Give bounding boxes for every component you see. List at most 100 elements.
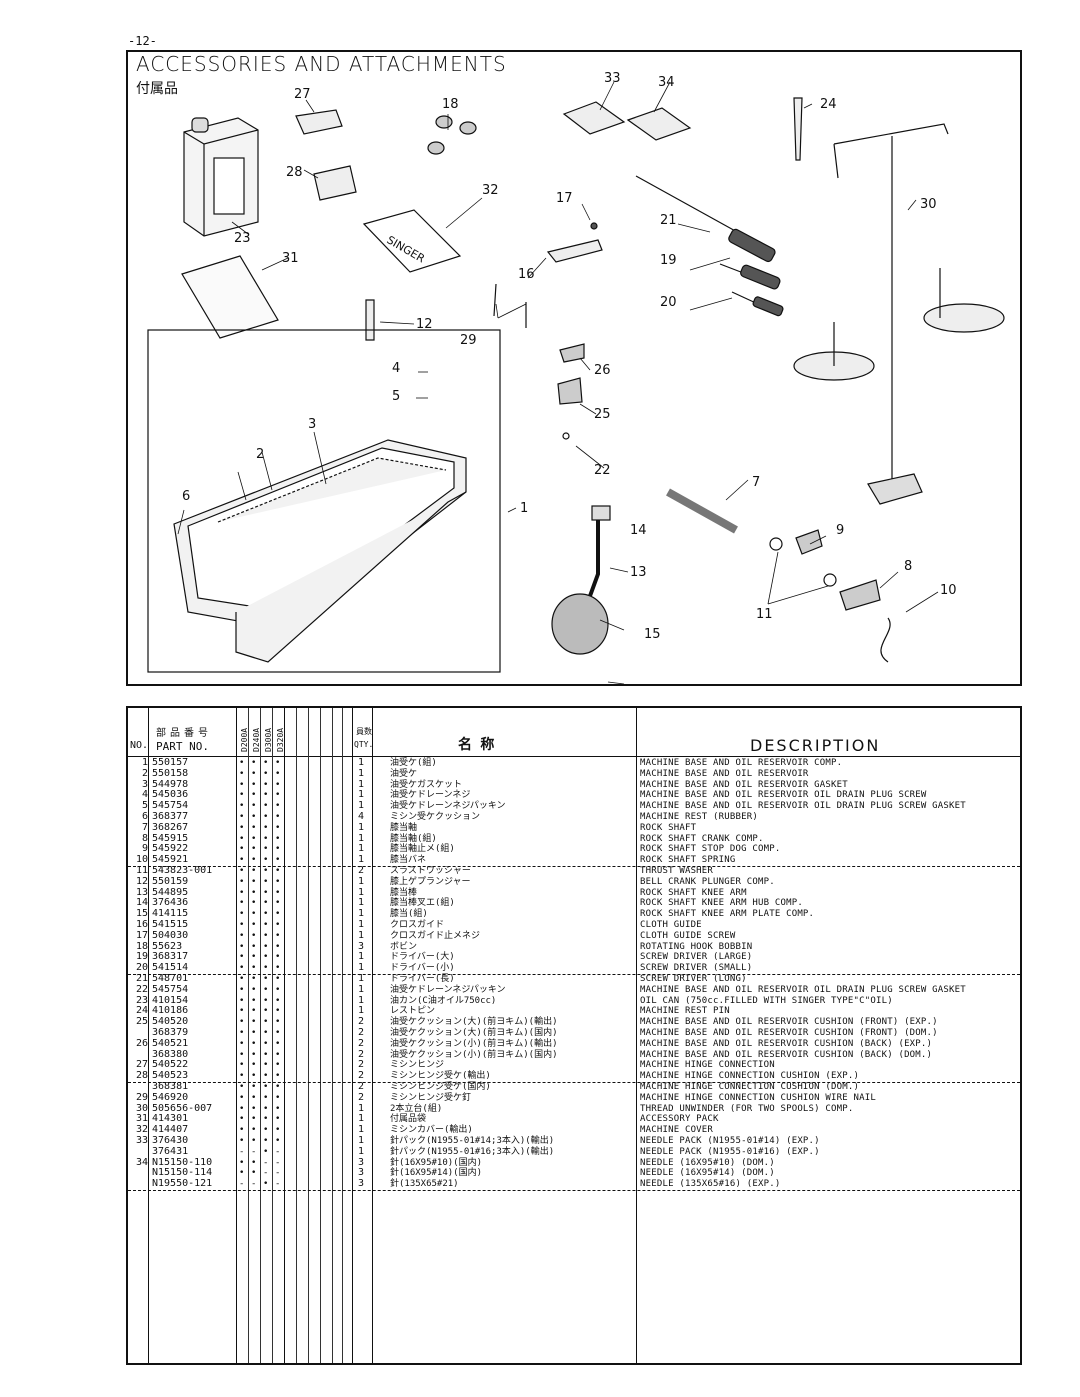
- row-quantity: 1: [357, 886, 365, 898]
- row-part-number: 550157: [152, 757, 189, 768]
- row-part-number: 541515: [152, 919, 189, 930]
- row-model-mark: -: [263, 1168, 269, 1179]
- row-number: 26: [135, 1037, 148, 1049]
- row-model-mark: •: [251, 995, 257, 1006]
- row-quantity: 1: [357, 908, 365, 920]
- row-description: MACHINE BASE AND OIL RESERVOIR CUSHION (…: [640, 1049, 933, 1060]
- row-model-mark: •: [251, 866, 257, 876]
- row-quantity: 3: [357, 1178, 365, 1190]
- row-model-mark: •: [275, 855, 281, 866]
- row-part-number: 368379: [152, 1027, 189, 1038]
- row-name-jp: 油受ケ(組): [390, 758, 437, 768]
- row-name-jp: 油受ケクッション(小)(前ヨキム)(輸出): [390, 1038, 558, 1049]
- row-name-jp: クロスガイド止メネジ: [390, 930, 481, 941]
- row-number: 18: [135, 940, 148, 952]
- row-model-mark: •: [251, 1038, 257, 1049]
- row-model-mark: •: [251, 1017, 257, 1028]
- row-description: ROCK SHAFT KNEE ARM PLATE COMP.: [640, 909, 815, 920]
- row-model-mark: •: [251, 1049, 257, 1060]
- row-model-mark: •: [239, 1125, 245, 1136]
- row-model-mark: •: [239, 1103, 245, 1114]
- row-model-mark: •: [251, 876, 257, 887]
- row-model-mark: -: [251, 1146, 257, 1157]
- row-description: ROCK SHAFT KNEE ARM: [640, 887, 747, 898]
- callout-31: 31: [282, 251, 299, 266]
- row-quantity: 1: [357, 919, 365, 930]
- row-name-jp: 針パック(N1955-01#14;3本入)(輸出): [390, 1136, 555, 1146]
- machine-cover-drawing: [362, 209, 462, 273]
- row-part-number: 410186: [152, 1005, 189, 1017]
- callout-19: 19: [660, 253, 677, 268]
- row-model-mark: •: [251, 930, 257, 941]
- row-model-mark: •: [275, 995, 281, 1006]
- row-part-number: 376430: [152, 1135, 189, 1146]
- row-quantity: 1: [357, 1145, 365, 1157]
- row-model-mark: •: [275, 1006, 281, 1017]
- row-model-mark: -: [275, 1168, 281, 1179]
- callout-28: 28: [286, 165, 303, 180]
- needle-pack-drawing: [562, 101, 626, 135]
- row-model-mark: •: [251, 909, 257, 920]
- row-model-mark: •: [263, 812, 269, 822]
- callout-29: 29: [460, 333, 477, 348]
- callout-18: 18: [442, 97, 459, 112]
- callout-4: 4: [392, 361, 400, 376]
- row-model-mark: •: [275, 887, 281, 898]
- page-number: -12-: [128, 34, 157, 48]
- row-number: 29: [135, 1091, 148, 1103]
- parts-illustration: 1 2 3 4 5 6 7 8 9 10 11 12 13 14 15 16 1…: [147, 71, 1005, 684]
- row-model-mark: •: [263, 1082, 269, 1092]
- row-number: 3: [141, 778, 148, 790]
- row-model-mark: •: [251, 963, 257, 974]
- row-number: 8: [141, 832, 148, 844]
- row-model-mark: •: [263, 1092, 269, 1103]
- header-description: DESCRIPTION: [750, 736, 881, 755]
- row-model-mark: •: [251, 855, 257, 866]
- row-part-number: 414301: [152, 1113, 189, 1125]
- row-model-mark: •: [251, 1060, 257, 1071]
- row-model-mark: •: [239, 952, 245, 963]
- row-model-mark: •: [263, 822, 269, 833]
- row-description: SCREW DRIVER (LARGE): [640, 952, 753, 963]
- row-quantity: 1: [357, 994, 365, 1006]
- row-quantity: 2: [357, 865, 365, 876]
- row-model-mark: •: [251, 1125, 257, 1136]
- row-model-mark: •: [275, 909, 281, 920]
- row-description: OIL CAN (750cc.FILLED WITH SINGER TYPE"C…: [640, 995, 893, 1006]
- row-model-mark: •: [251, 1028, 257, 1038]
- row-name-jp: クロスガイド: [390, 920, 445, 930]
- row-name-jp: ボビン: [390, 941, 418, 952]
- row-model-mark: •: [275, 1092, 281, 1103]
- row-name-jp: ミシンヒンジ受ケ(輸出): [390, 1071, 491, 1082]
- row-name-jp: 針(135X65#21): [390, 1179, 459, 1190]
- row-model-mark: •: [251, 758, 257, 768]
- row-model-mark: •: [251, 1114, 257, 1125]
- thread-unwinder-drawing: [793, 123, 1005, 505]
- callout-2: 2: [256, 447, 264, 462]
- row-quantity: 1: [357, 767, 365, 779]
- row-description: MACHINE REST (RUBBER): [640, 812, 758, 822]
- row-model-mark: •: [263, 930, 269, 941]
- row-quantity: 3: [357, 940, 365, 952]
- row-quantity: 1: [357, 854, 365, 866]
- row-model-mark: •: [251, 1103, 257, 1114]
- row-part-number: 368377: [152, 811, 189, 822]
- row-number: 5: [141, 800, 148, 812]
- row-description: ROCK SHAFT: [640, 822, 697, 833]
- row-model-mark: -: [275, 1146, 281, 1157]
- row-part-number: 545915: [152, 832, 189, 844]
- row-model-mark: •: [263, 833, 269, 844]
- row-quantity: 2: [357, 1059, 365, 1071]
- row-name-jp: ミシンカバー(輸出): [390, 1125, 473, 1136]
- col-line: [636, 708, 637, 1363]
- header-no: NO.: [130, 740, 149, 751]
